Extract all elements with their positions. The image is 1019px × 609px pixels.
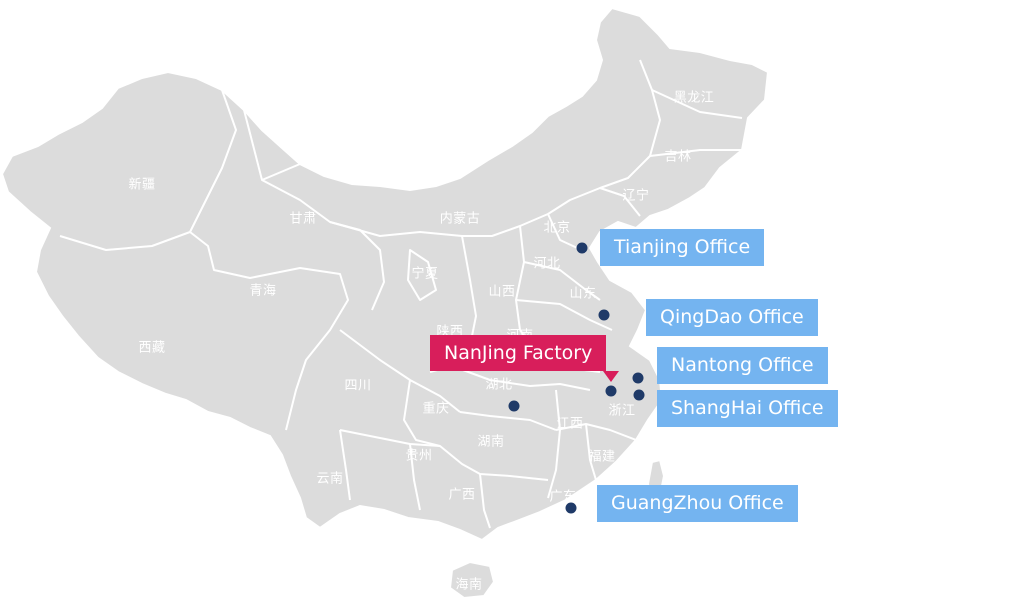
office-label-qingdao[interactable]: QingDao Office (646, 299, 818, 336)
office-marker-nantong[interactable] (632, 372, 644, 384)
office-label-guangzhou[interactable]: GuangZhou Office (597, 485, 798, 522)
province-label-sichuan: 四川 (344, 378, 372, 394)
office-marker-guangzhou[interactable] (565, 502, 577, 514)
province-label-shandong: 山东 (569, 286, 597, 302)
office-marker-nanjing[interactable] (605, 385, 617, 397)
office-label-shanghai[interactable]: ShangHai Office (657, 390, 838, 427)
office-marker-shanghai[interactable] (633, 389, 645, 401)
province-label-hunan: 湖南 (477, 434, 505, 450)
province-label-qinghai: 青海 (249, 283, 277, 299)
province-label-liaoning: 辽宁 (622, 188, 650, 204)
province-borders (59, 59, 743, 529)
province-label-xizang: 西藏 (138, 340, 166, 356)
province-label-shanxi: 山西 (488, 284, 516, 300)
factory-label-nanjing[interactable]: NanJing Factory (430, 335, 607, 371)
province-label-guangdong: 广东 (549, 489, 577, 505)
province-label-jiangxi: 江西 (556, 416, 584, 432)
office-label-nantong[interactable]: Nantong Office (657, 347, 828, 384)
province-label-chongqing: 重庆 (422, 401, 450, 417)
office-marker-tianjing[interactable] (576, 242, 588, 254)
province-label-guangxi: 广西 (448, 487, 476, 503)
office-marker-qingdao[interactable] (598, 309, 610, 321)
province-label-hebei: 河北 (533, 256, 561, 272)
province-label-hubei: 湖北 (485, 377, 513, 393)
office-marker-wuhan[interactable] (508, 400, 520, 412)
hainan-island (448, 560, 496, 600)
province-label-hainan: 海南 (455, 577, 483, 593)
province-label-zhejiang: 浙江 (608, 403, 636, 419)
province-label-neimenggu: 内蒙古 (439, 211, 481, 227)
province-label-gansu: 甘肃 (289, 211, 317, 227)
province-label-ningxia: 宁夏 (411, 266, 439, 282)
china-land (0, 6, 770, 542)
factory-pointer (603, 371, 619, 382)
province-label-yunnan: 云南 (316, 471, 344, 487)
province-label-xinjiang: 新疆 (128, 177, 156, 193)
province-label-beijing: 北京 (543, 220, 571, 236)
province-label-guizhou: 贵州 (405, 448, 433, 464)
office-label-tianjing[interactable]: Tianjing Office (600, 229, 765, 266)
province-label-fujian: 福建 (588, 449, 616, 465)
province-label-jilin: 吉林 (664, 149, 692, 165)
province-label-heilongjiang: 黑龙江 (673, 90, 715, 106)
